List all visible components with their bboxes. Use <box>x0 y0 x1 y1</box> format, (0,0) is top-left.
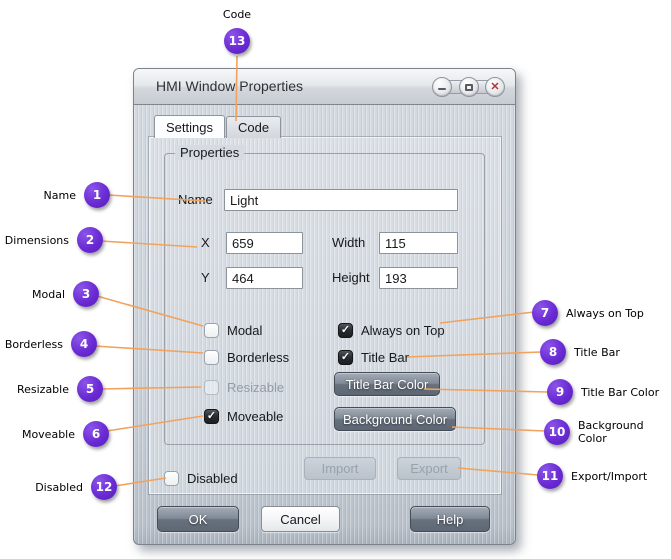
callout-badge: 4 <box>71 331 97 357</box>
height-label: Height <box>332 270 370 285</box>
callout-name: Name 1 <box>44 182 110 208</box>
title-bar-color-button[interactable]: Title Bar Color <box>334 372 440 396</box>
title-bar-checkbox-box: ✓ <box>338 349 353 365</box>
callout-label: Disabled <box>35 480 83 494</box>
callout-export-import: 11 Export/Import <box>537 463 647 489</box>
close-icon: ✕ <box>490 80 500 93</box>
callout-always-on-top: 7 Always on Top <box>532 300 644 326</box>
check-icon: ✓ <box>340 323 351 336</box>
always-on-top-checkbox-box: ✓ <box>338 322 353 338</box>
tab-bar: Settings Code <box>154 115 282 138</box>
x-input[interactable] <box>226 232 303 254</box>
width-label: Width <box>332 235 366 250</box>
callout-badge: 5 <box>77 376 103 402</box>
callout-code: Code 13 <box>211 8 263 54</box>
disabled-checkbox[interactable]: Disabled <box>164 468 238 488</box>
callout-label: Name <box>43 188 76 202</box>
borderless-checkbox[interactable]: Borderless <box>204 347 289 367</box>
minimize-icon <box>438 88 446 90</box>
callout-borderless: Borderless 4 <box>5 331 97 357</box>
title-bar-checkbox[interactable]: ✓ Title Bar <box>338 347 409 367</box>
tab-code[interactable]: Code <box>225 116 282 138</box>
title-bar[interactable]: HMI Window Properties ✕ <box>134 69 515 105</box>
callout-label: Title Bar Color <box>581 385 660 399</box>
callout-badge: 13 <box>224 28 250 54</box>
maximize-button[interactable] <box>459 77 479 97</box>
height-input[interactable] <box>379 267 458 289</box>
name-label: Name <box>178 192 213 207</box>
callout-label: Modal <box>32 287 65 301</box>
moveable-checkbox[interactable]: ✓ Moveable <box>204 406 283 426</box>
callout-modal: Modal 3 <box>32 281 99 307</box>
check-icon: ✓ <box>340 350 351 363</box>
callout-title-bar: 8 Title Bar <box>540 339 620 365</box>
borderless-checkbox-box <box>204 349 219 365</box>
y-label: Y <box>201 270 210 285</box>
cancel-button[interactable]: Cancel <box>261 506 340 532</box>
callout-disabled: Disabled 12 <box>35 474 117 500</box>
name-input[interactable] <box>224 189 458 211</box>
background-color-button[interactable]: Background Color <box>334 407 456 431</box>
callout-badge: 10 <box>544 419 570 445</box>
callout-title-bar-color: 9 Title Bar Color <box>547 379 659 405</box>
resizable-checkbox-box <box>204 379 219 395</box>
callout-label: Title Bar <box>574 345 620 359</box>
callout-badge: 7 <box>532 300 558 326</box>
callout-label: Export/Import <box>571 469 648 483</box>
callout-badge: 11 <box>537 463 563 489</box>
x-label: X <box>201 235 210 250</box>
callout-label: Always on Top <box>566 306 644 320</box>
callout-resizable: Resizable 5 <box>17 376 103 402</box>
resizable-checkbox: Resizable <box>204 377 284 397</box>
maximize-icon <box>465 83 473 91</box>
callout-label: Resizable <box>16 382 69 396</box>
callout-label: Borderless <box>4 337 63 351</box>
callout-dimensions: Dimensions 2 <box>5 227 103 253</box>
callout-badge: 8 <box>540 339 566 365</box>
help-button[interactable]: Help <box>410 506 490 532</box>
modal-checkbox-box <box>204 322 219 338</box>
callout-badge: 3 <box>73 281 99 307</box>
properties-group-legend: Properties <box>175 145 245 160</box>
ok-button[interactable]: OK <box>157 506 239 532</box>
dialog-title: HMI Window Properties <box>156 78 304 94</box>
check-icon: ✓ <box>206 409 217 422</box>
width-input[interactable] <box>379 232 458 254</box>
disabled-checkbox-box <box>164 470 179 486</box>
callout-label: Moveable <box>21 427 75 441</box>
y-input[interactable] <box>226 267 303 289</box>
callout-label: Background Color <box>578 419 644 445</box>
always-on-top-checkbox[interactable]: ✓ Always on Top <box>338 320 445 340</box>
callout-label: Code <box>222 8 252 21</box>
callout-label: Dimensions <box>4 233 69 247</box>
import-button: Import <box>304 457 376 480</box>
export-button: Export <box>397 457 461 480</box>
minimize-button[interactable] <box>432 77 452 97</box>
callout-badge: 9 <box>547 379 573 405</box>
moveable-checkbox-box: ✓ <box>204 408 219 424</box>
properties-group: Properties Name X Width Y Height Modal B… <box>164 145 485 445</box>
close-button[interactable]: ✕ <box>485 77 505 97</box>
callout-badge: 2 <box>77 227 103 253</box>
tab-settings[interactable]: Settings <box>154 115 225 138</box>
callout-moveable: Moveable 6 <box>22 421 109 447</box>
modal-checkbox[interactable]: Modal <box>204 320 262 340</box>
window-controls: ✕ <box>432 77 505 97</box>
callout-badge: 1 <box>84 182 110 208</box>
hmi-window-properties-dialog: HMI Window Properties ✕ Settings Code Pr… <box>133 68 516 545</box>
callout-badge: 12 <box>91 474 117 500</box>
callout-badge: 6 <box>83 421 109 447</box>
callout-background-color: 10 Background Color <box>544 419 671 445</box>
